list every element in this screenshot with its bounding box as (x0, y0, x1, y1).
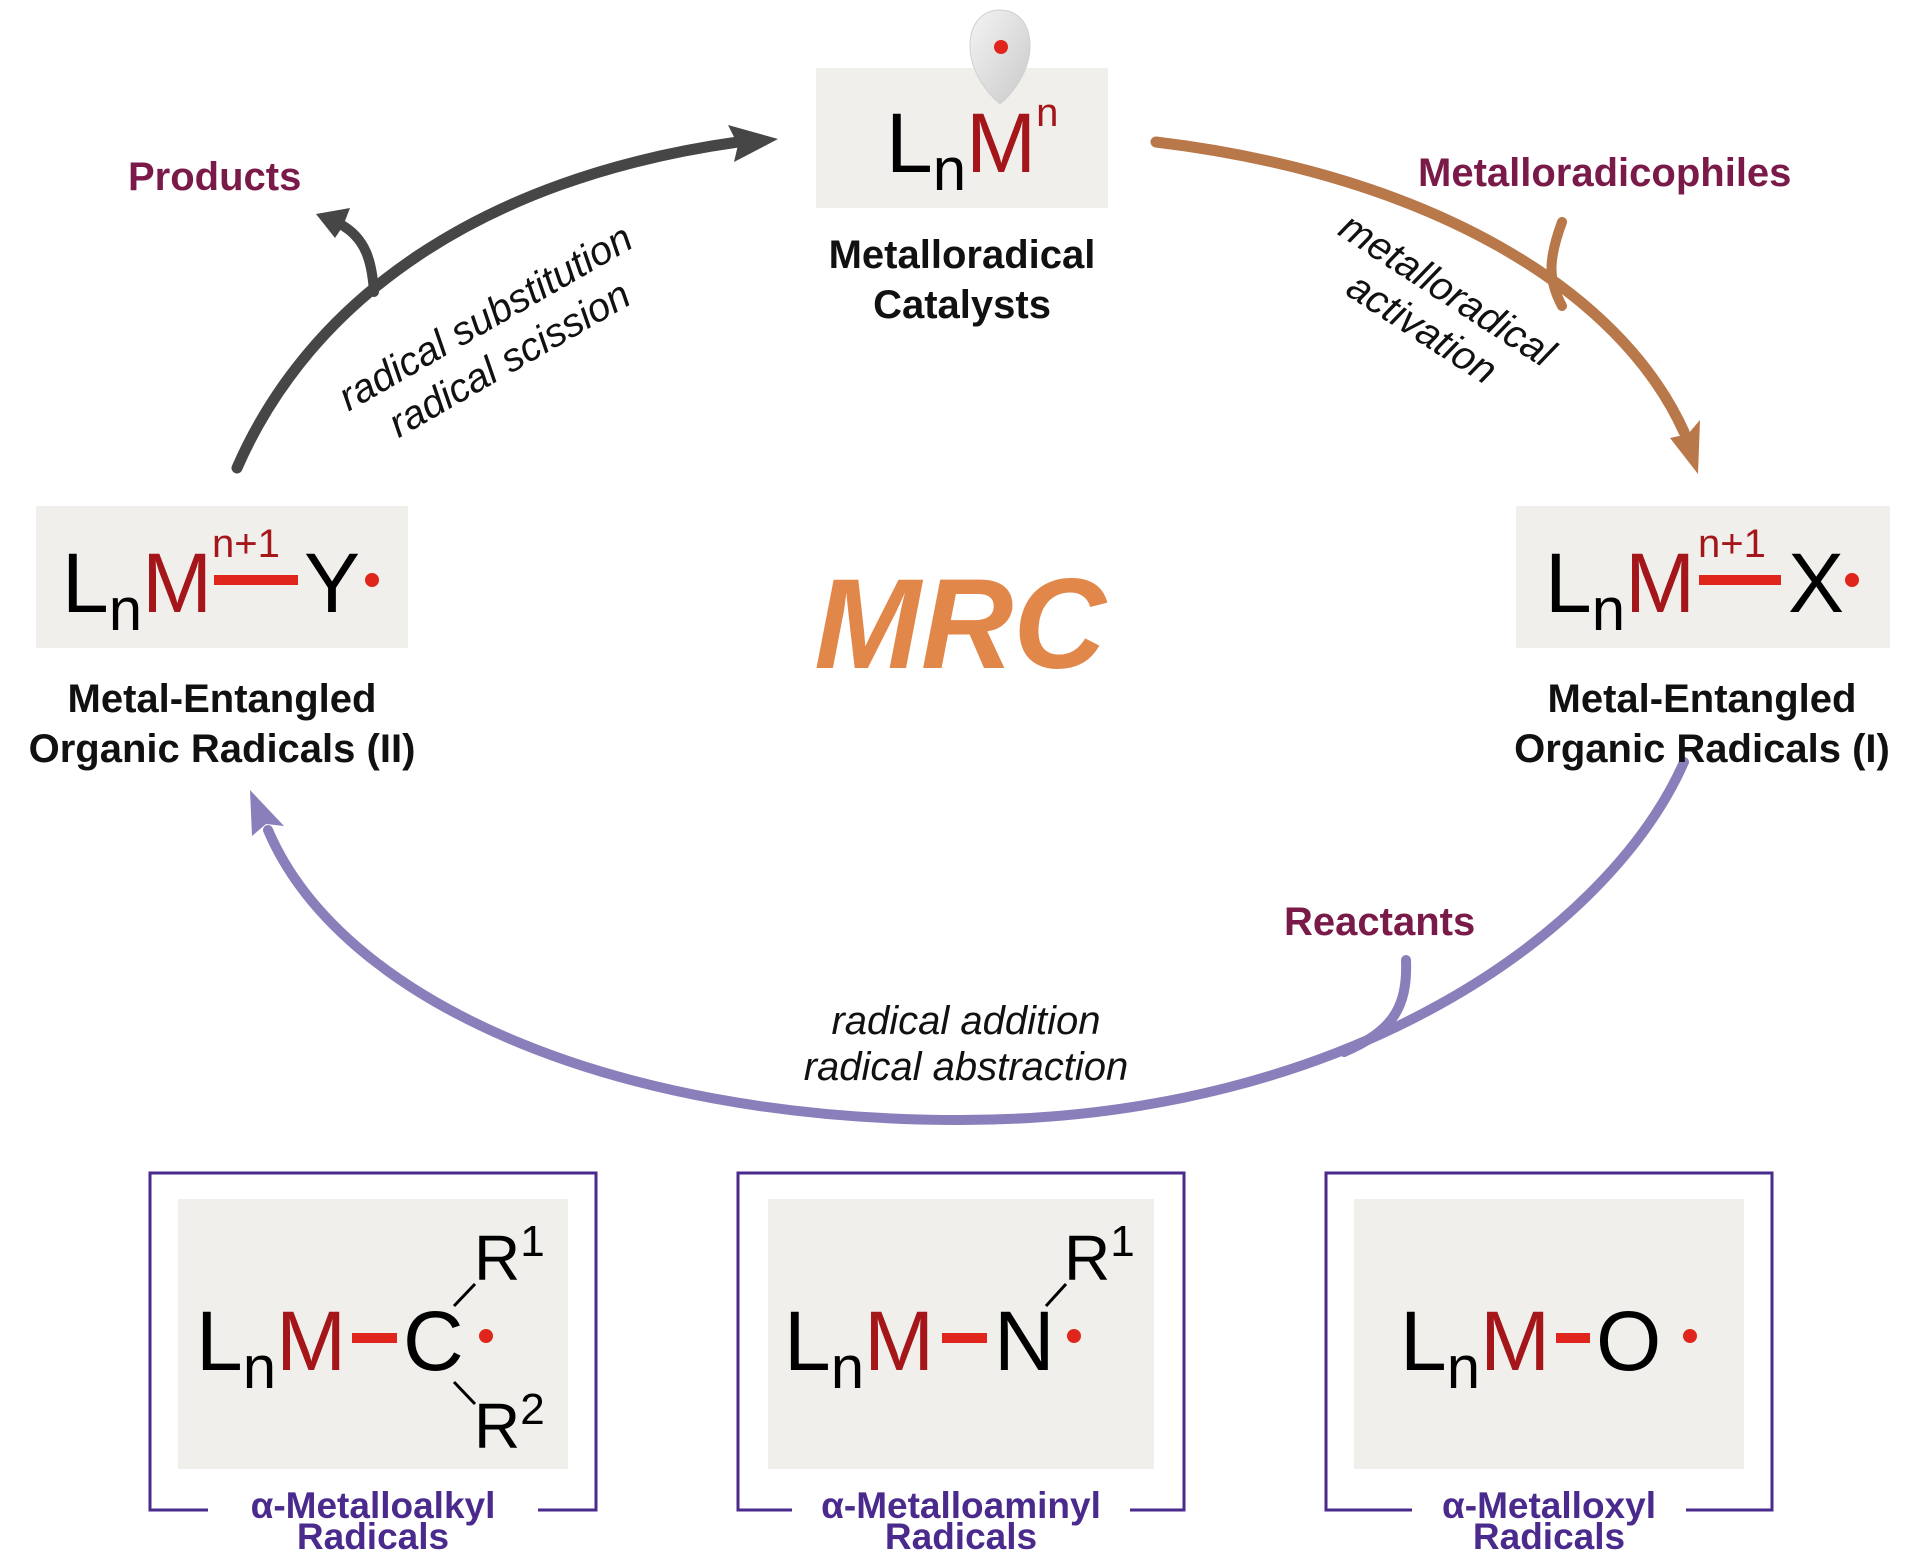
c-r2-bond (452, 1380, 477, 1406)
metal-y-bond (214, 575, 298, 585)
activation-arrow (1150, 136, 1690, 438)
alkyl-label: α-Metalloalkyl (251, 1485, 496, 1526)
aminyl-label-line2: Radicals (885, 1516, 1037, 1553)
metal-symbol: M (966, 96, 1036, 190)
catalyst-formula: LnMn (886, 91, 1058, 203)
oxygen-atom: O (1596, 1294, 1661, 1388)
reactants-branch (1339, 955, 1412, 1057)
radical-type-alkyl: LnM C R1 R2 α-Metalloalkyl Radicals (148, 1171, 598, 1553)
abstraction-step-label: radical abstraction (804, 1045, 1129, 1089)
ligand-count: n (933, 136, 966, 203)
nitrogen-radical-dot (1067, 1329, 1081, 1343)
intermediate-ii-label: Metal-Entangled (68, 677, 377, 721)
catalyst-panel (816, 68, 1108, 208)
substitution-step-labels: radical substitution radical scission (331, 216, 640, 446)
oxygen-radical-dot (1683, 1329, 1697, 1343)
aminyl-r1-group: R1 (1064, 1217, 1135, 1294)
intermediate-i-label: Metal-Entangled (1548, 677, 1857, 721)
box-frame-aminyl (736, 1171, 1186, 1512)
catalyst-label-line2: Catalysts (873, 283, 1051, 327)
alkyl-formula: LnM (196, 1294, 346, 1401)
metalloradicophiles-branch (1546, 217, 1567, 311)
radical-drop-icon (969, 9, 1031, 105)
addition-arrowhead (250, 790, 284, 836)
aminyl-label: α-Metalloaminyl (821, 1485, 1101, 1526)
activation-step-labels: metalloradical activation (1331, 204, 1563, 393)
addition-arrow (263, 757, 1689, 1126)
box-frame-oxyl (1324, 1171, 1774, 1512)
products-label: Products (128, 155, 301, 199)
metal-n-bond (942, 1333, 987, 1343)
metal-o-bond (1556, 1333, 1590, 1343)
ligand-symbol: L (886, 96, 933, 190)
y-radical-dot (365, 573, 379, 587)
substitution-arrow (231, 136, 744, 474)
products-branch-arrow (335, 219, 379, 297)
products-branch-arrowhead (316, 208, 350, 238)
oxidation-state: n (1036, 91, 1058, 135)
intermediate-i-oxidation: n+1 (1698, 522, 1766, 566)
substitution-arrowhead (728, 125, 778, 162)
activation-arrowhead (1670, 420, 1700, 474)
radical-type-aminyl: LnM N R1 α-Metalloaminyl Radicals (736, 1171, 1186, 1553)
intermediate-i-label-line2: Organic Radicals (I) (1514, 727, 1890, 771)
alkyl-label-line2: Radicals (297, 1516, 449, 1553)
intermediate-i-formula: LnM (1545, 536, 1695, 643)
y-atom: Y (304, 536, 360, 630)
intermediate-ii-formula: LnM (62, 536, 212, 643)
addition-step-label: radical addition (831, 999, 1100, 1043)
carbon-atom: C (403, 1294, 464, 1388)
carbon-radical-dot (479, 1329, 493, 1343)
oxyl-label: α-Metalloxyl (1442, 1485, 1656, 1526)
n-r1-bond (1044, 1282, 1068, 1308)
oxyl-label-line2: Radicals (1473, 1516, 1625, 1553)
mrc-center-label: MRC (814, 553, 1107, 696)
intermediate-ii-oxidation: n+1 (212, 522, 280, 566)
box-panel-oxyl (1354, 1199, 1744, 1469)
r1-group: R1 (474, 1217, 545, 1294)
radical-type-oxyl: LnM O α-Metalloxyl Radicals (1324, 1171, 1774, 1553)
x-radical-dot (1845, 573, 1859, 587)
oxyl-formula: LnM (1400, 1294, 1550, 1401)
metalloradicophiles-label: Metalloradicophiles (1418, 151, 1791, 195)
x-atom: X (1788, 536, 1844, 630)
nitrogen-atom: N (994, 1294, 1055, 1388)
aminyl-formula: LnM (784, 1294, 934, 1401)
reactants-label: Reactants (1284, 900, 1475, 944)
intermediate-ii-label-line2: Organic Radicals (II) (29, 727, 416, 771)
r2-group: R2 (474, 1385, 545, 1462)
metal-c-bond (352, 1333, 397, 1343)
c-r1-bond (452, 1282, 477, 1308)
metal-x-bond (1699, 575, 1781, 585)
box-frame-alkyl (148, 1171, 598, 1512)
catalyst-radical-dot (994, 40, 1008, 54)
catalyst-label: Metalloradical (829, 233, 1096, 277)
